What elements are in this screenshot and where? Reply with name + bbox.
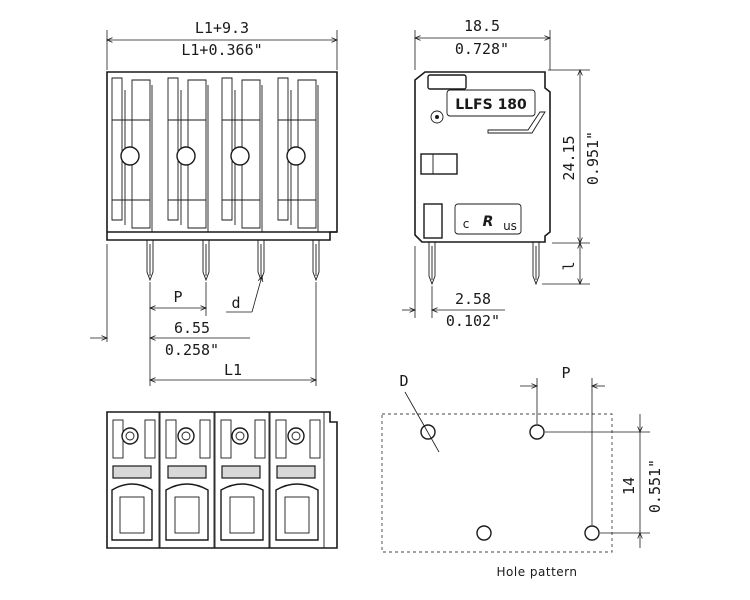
side-pin-len: l (560, 261, 578, 270)
front-pole-1 (111, 77, 153, 232)
top-view (106, 411, 338, 549)
dim-top-mm: L1+9.3 (195, 19, 249, 37)
hole-4 (584, 525, 600, 541)
side-pin-off-mm: 2.58 (455, 290, 491, 308)
hole-dia-label: D (399, 372, 408, 390)
pitch-label: P (173, 288, 182, 306)
side-view: 18.5 0.728" LLFS 180 c R us 24.15 0.951"… (402, 17, 602, 330)
side-model-label: LLFS 180 (455, 97, 527, 113)
side-height-mm: 24.15 (560, 135, 578, 180)
side-width-mm: 18.5 (464, 17, 500, 35)
pin-dia-label: d (231, 294, 240, 312)
side-pin-off-in: 0.102" (446, 312, 500, 330)
hole-pitch-label: P (561, 364, 570, 382)
top-pole-4 (269, 411, 325, 549)
top-pole-3 (214, 411, 270, 549)
top-pole-1 (106, 411, 160, 549)
cert-us: us (503, 219, 517, 233)
offset-mm: 6.55 (174, 319, 210, 337)
hole-pattern-caption: Hole pattern (497, 565, 578, 579)
top-pole-2 (159, 411, 215, 549)
hole-pattern: D P 14 0.551" Hole pattern (381, 364, 664, 579)
length-label: L1 (224, 361, 242, 379)
cert-c: c (463, 217, 470, 231)
side-height-in: 0.951" (584, 131, 602, 185)
cert-r: R (483, 214, 494, 230)
front-pins (146, 240, 320, 282)
dim-top-in: L1+0.366" (181, 41, 262, 59)
front-pole-4 (277, 77, 319, 232)
hole-2 (529, 424, 545, 440)
front-pole-3 (221, 77, 263, 232)
hole-3 (476, 525, 492, 541)
front-view: L1+9.3 L1+0.366" (90, 19, 338, 386)
offset-in: 0.258" (165, 341, 219, 359)
row-in: 0.551" (646, 459, 664, 513)
row-mm: 14 (620, 477, 638, 495)
side-width-in: 0.728" (455, 40, 509, 58)
front-pole-2 (167, 77, 209, 232)
